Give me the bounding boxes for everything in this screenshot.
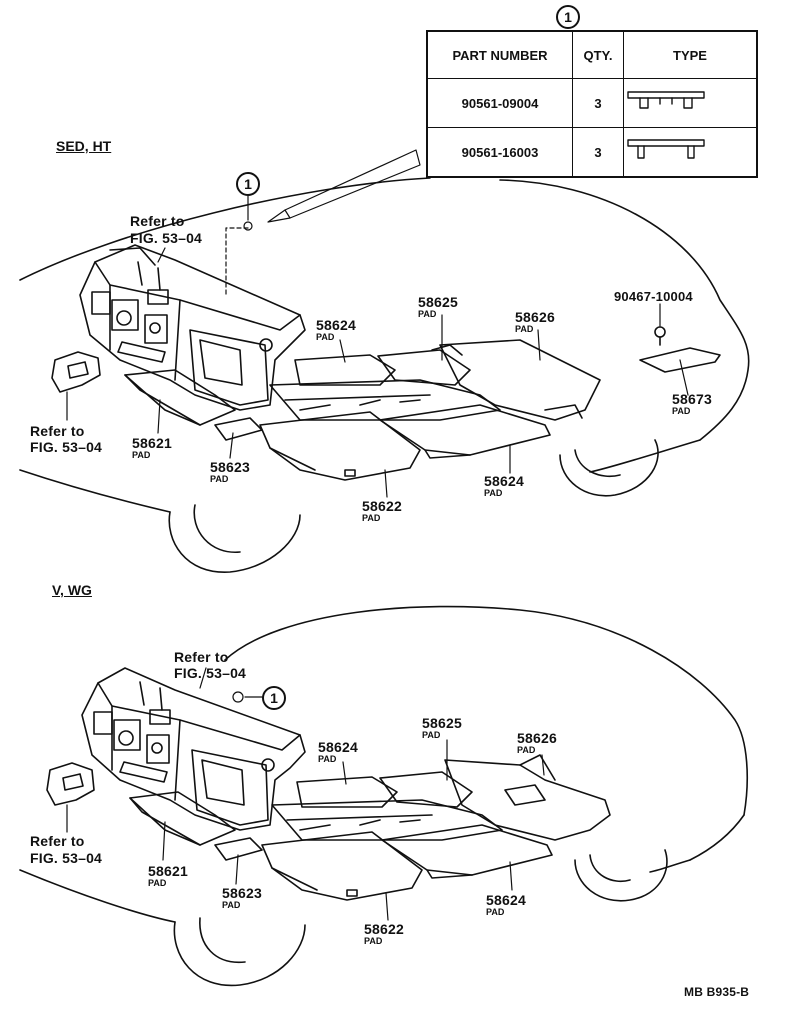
table-row: 90561-09004 3 xyxy=(426,78,758,128)
table-circle-ref: 1 xyxy=(556,5,580,29)
top-part-58623: 58623 xyxy=(210,459,250,475)
top-part-58624-a: 58624 xyxy=(316,317,356,333)
top-refer-fig-2: FIG. 53–04 xyxy=(30,439,103,455)
bottom-part-58623: 58623 xyxy=(222,885,262,901)
top-part-58625: 58625 xyxy=(418,294,458,310)
top-part-58621-pad: PAD xyxy=(132,450,151,460)
top-part-58626-pad: PAD xyxy=(515,324,534,334)
bottom-part-58625: 58625 xyxy=(422,715,462,731)
top-part-58623-pad: PAD xyxy=(210,474,229,484)
top-part-58673-pad: PAD xyxy=(672,406,691,416)
top-part-58624-b: 58624 xyxy=(484,473,524,489)
bottom-refer-fig-2: FIG. 53–04 xyxy=(30,850,103,866)
top-part-58624-a-pad: PAD xyxy=(316,332,335,342)
bottom-car-outline xyxy=(19,605,748,987)
bottom-part-58625-pad: PAD xyxy=(422,730,441,740)
bottom-floor-pads xyxy=(129,754,611,901)
bottom-dash-panel xyxy=(81,667,306,831)
bottom-part-58623-pad: PAD xyxy=(222,900,241,910)
part-number-cell: 90561-16003 xyxy=(426,127,573,178)
bottom-part-58622-pad: PAD xyxy=(364,936,383,946)
qty-cell: 3 xyxy=(572,78,624,128)
part-number-cell: 90561-09004 xyxy=(426,78,573,128)
top-refer-label-2: Refer to xyxy=(30,423,85,439)
bottom-part-58624-a: 58624 xyxy=(318,739,358,755)
top-part-58626: 58626 xyxy=(515,309,555,325)
table-header-row: PART NUMBER QTY. TYPE xyxy=(426,30,758,79)
type-cell xyxy=(623,78,758,128)
top-part-90467: 90467-10004 xyxy=(614,289,693,304)
bottom-part-58621-pad: PAD xyxy=(148,878,167,888)
bottom-part-58622: 58622 xyxy=(364,921,404,937)
bottom-part-58624-b: 58624 xyxy=(486,892,526,908)
bottom-left-bracket xyxy=(46,762,95,806)
top-part-58621: 58621 xyxy=(132,435,172,451)
bottom-leaders xyxy=(66,667,545,921)
bottom-part-58624-a-pad: PAD xyxy=(318,754,337,764)
bottom-part-58624-b-pad: PAD xyxy=(486,907,505,917)
header-part-number: PART NUMBER xyxy=(426,30,573,79)
top-part-58624-b-pad: PAD xyxy=(484,488,503,498)
header-qty: QTY. xyxy=(572,30,624,79)
top-part-58673: 58673 xyxy=(672,391,712,407)
top-part-58622: 58622 xyxy=(362,498,402,514)
top-section-title: SED, HT xyxy=(56,138,112,154)
bottom-circle-ref: 1 xyxy=(262,686,286,710)
top-part-58625-pad: PAD xyxy=(418,309,437,319)
bottom-refer-fig-1: FIG. 53–04 xyxy=(174,665,247,681)
top-floor-pads xyxy=(124,326,721,481)
top-dash-panel xyxy=(79,244,306,411)
bottom-part-58626: 58626 xyxy=(517,730,557,746)
bottom-refer-label-1: Refer to xyxy=(174,649,229,665)
bottom-part-58621: 58621 xyxy=(148,863,188,879)
top-left-bracket xyxy=(51,351,101,393)
table-row: 90561-16003 3 xyxy=(426,127,758,178)
qty-cell: 3 xyxy=(572,127,624,178)
type-cell xyxy=(623,127,758,178)
bottom-refer-label-2: Refer to xyxy=(30,833,85,849)
top-circle-ref: 1 xyxy=(236,172,260,196)
footer-code: MB B935-B xyxy=(684,985,750,999)
parts-table: PART NUMBER QTY. TYPE 90561-09004 3 9056… xyxy=(426,30,758,178)
top-leaders xyxy=(66,149,689,498)
header-type: TYPE xyxy=(623,30,758,79)
top-refer-fig-1: FIG. 53–04 xyxy=(130,230,203,246)
bottom-part-58626-pad: PAD xyxy=(517,745,536,755)
bottom-section-title: V, WG xyxy=(52,582,92,598)
top-part-58622-pad: PAD xyxy=(362,513,381,523)
top-refer-label-1: Refer to xyxy=(130,213,185,229)
